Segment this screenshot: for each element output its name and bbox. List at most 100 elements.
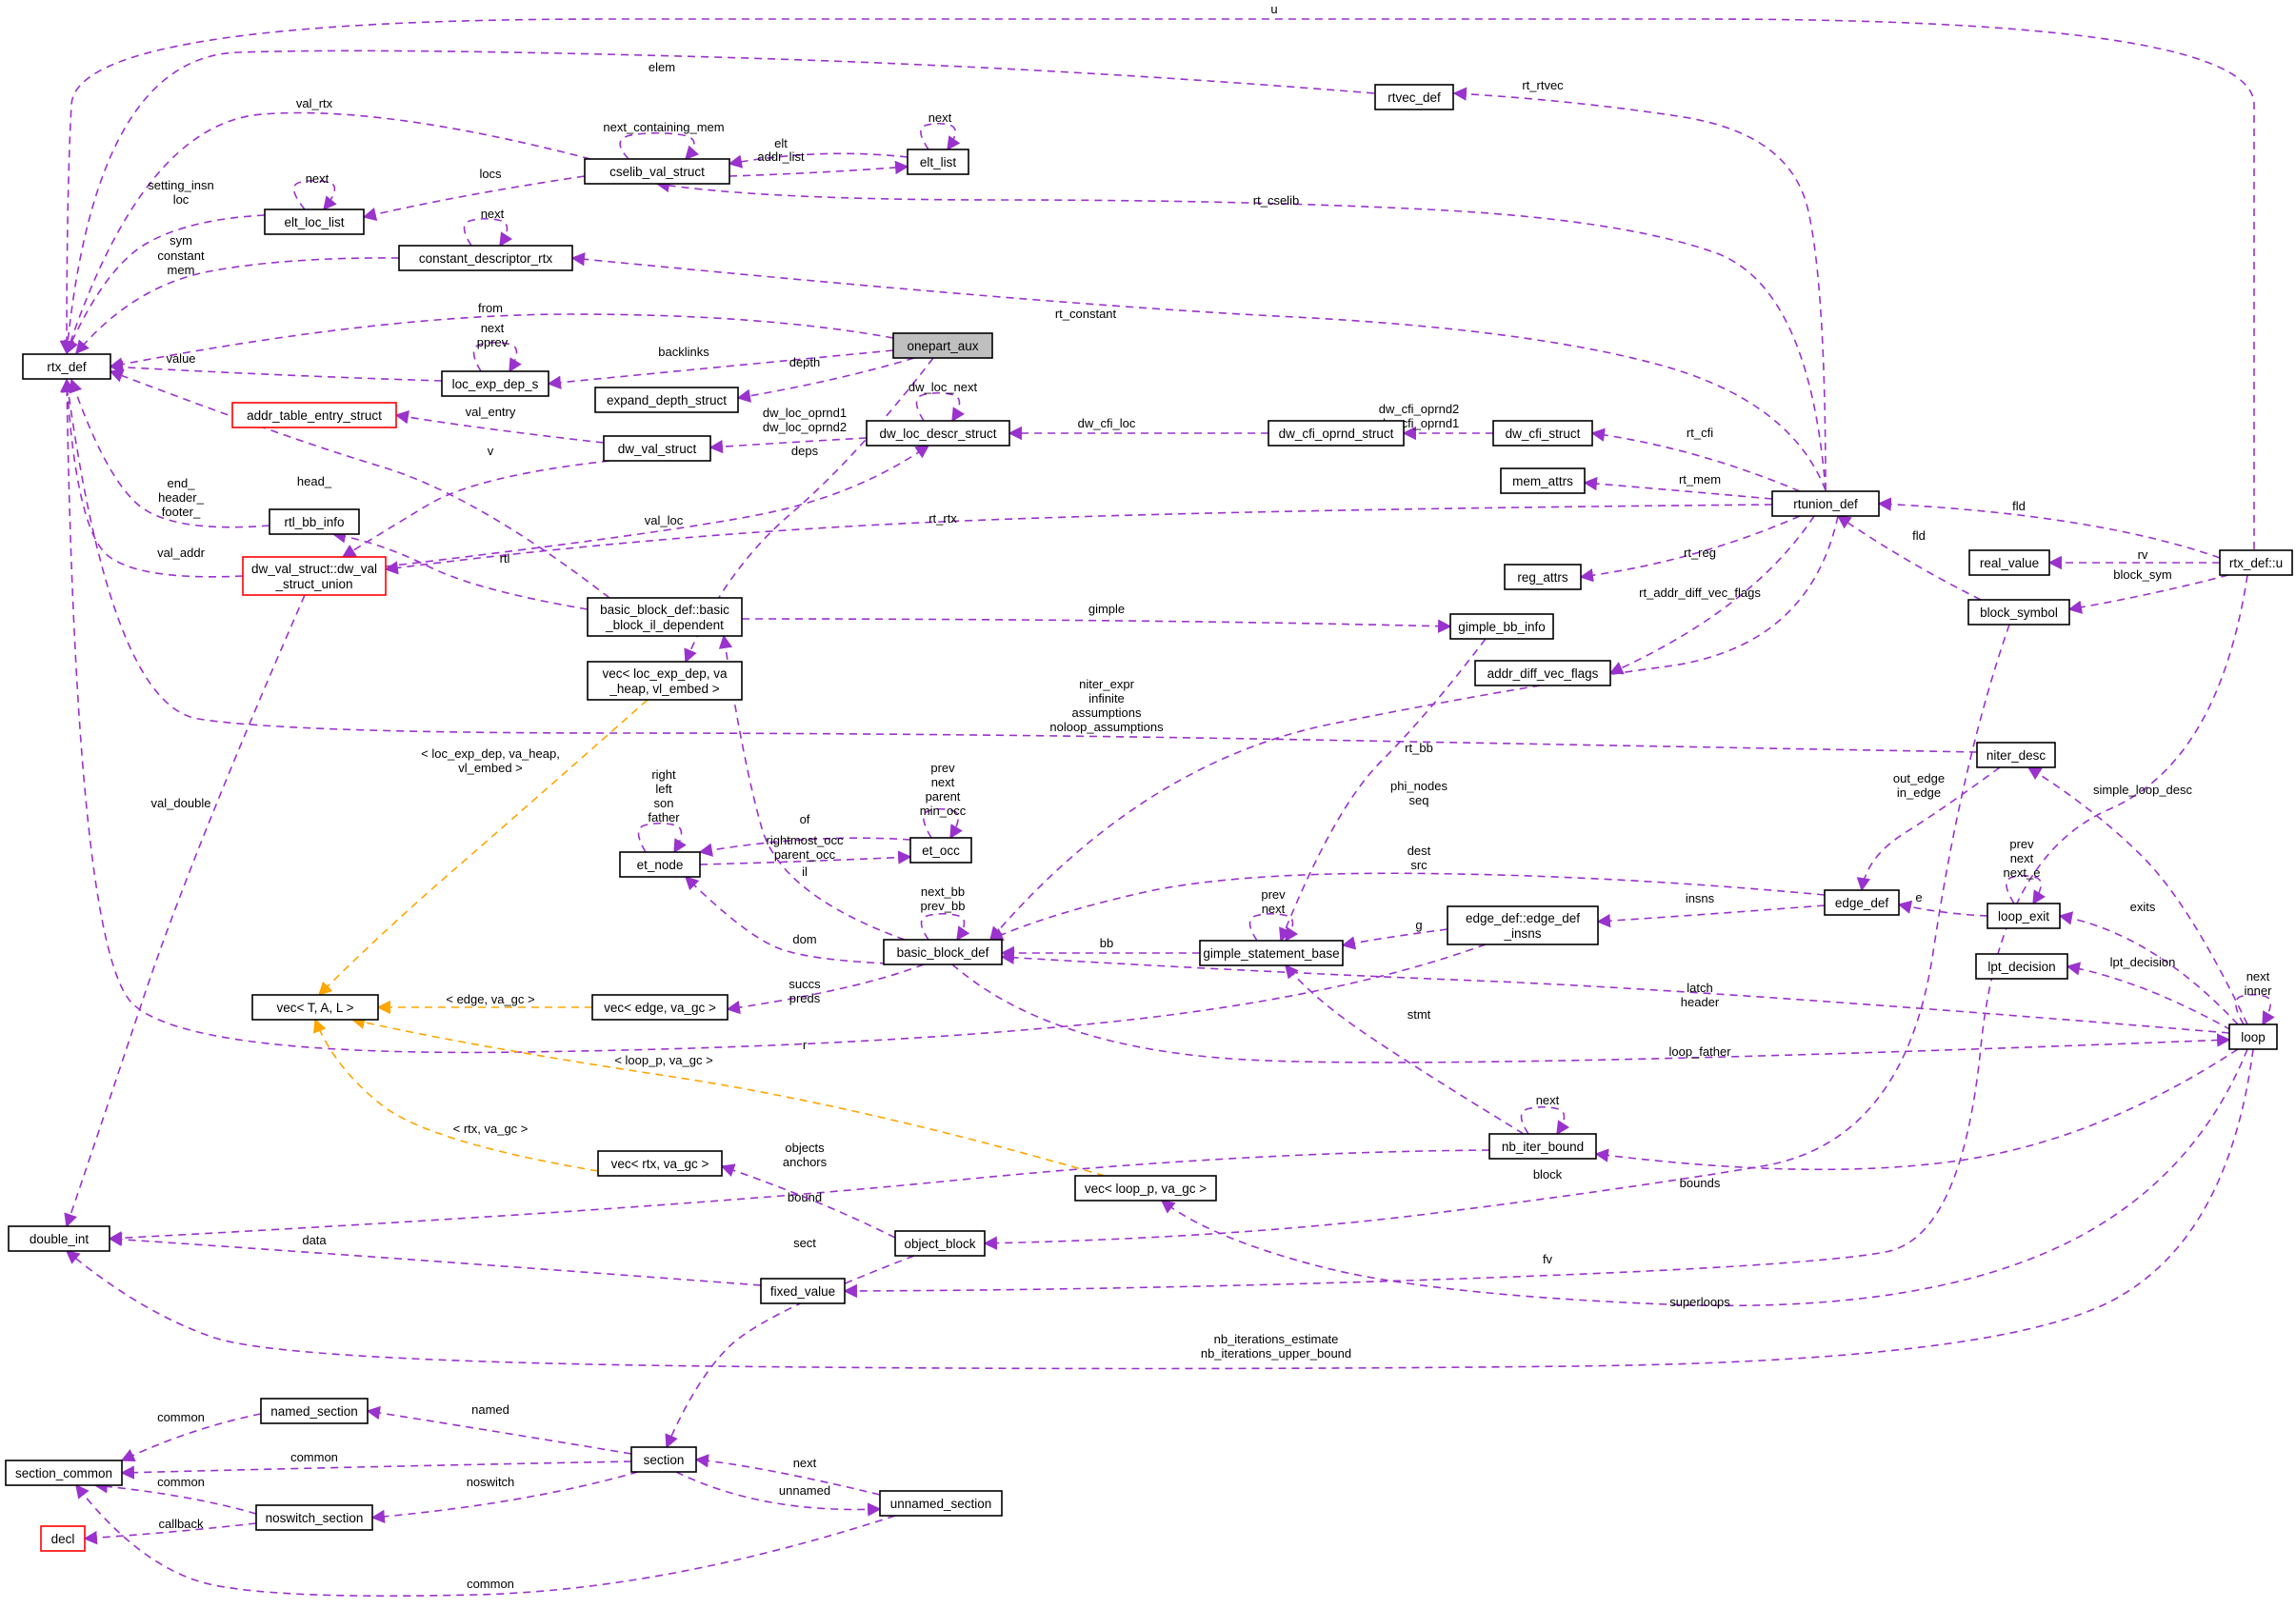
node-mem_attrs[interactable]: mem_attrs: [1500, 467, 1586, 494]
node-dw_val_struct[interactable]: dw_val_struct: [603, 435, 711, 462]
node-box[interactable]: [587, 597, 743, 637]
node-niter_desc[interactable]: niter_desc: [1976, 742, 2056, 768]
node-dw_loc_descr_struct[interactable]: dw_loc_descr_struct: [866, 420, 1010, 447]
node-box[interactable]: [866, 420, 1010, 447]
node-section_common[interactable]: section_common: [5, 1460, 123, 1486]
node-box[interactable]: [1967, 599, 2070, 626]
node-box[interactable]: [603, 435, 711, 462]
node-unnamed_section[interactable]: unnamed_section: [879, 1490, 1003, 1517]
node-box[interactable]: [8, 1225, 110, 1252]
node-noswitch_section[interactable]: noswitch_section: [255, 1504, 373, 1531]
node-box[interactable]: [892, 332, 993, 359]
node-lpt_decision[interactable]: lpt_decision: [1975, 953, 2068, 980]
node-box[interactable]: [760, 1278, 846, 1304]
node-box[interactable]: [2219, 549, 2293, 576]
node-dw_cfi_struct[interactable]: dw_cfi_struct: [1492, 420, 1593, 447]
node-box[interactable]: [398, 245, 573, 271]
node-elt_loc_list[interactable]: elt_loc_list: [264, 209, 365, 235]
node-box[interactable]: [1268, 420, 1405, 447]
node-vec_edge[interactable]: vec< edge, va_gc >: [591, 994, 729, 1021]
node-box[interactable]: [630, 1446, 697, 1473]
node-box[interactable]: [587, 661, 743, 701]
node-vec_loop_p[interactable]: vec< loop_p, va_gc >: [1074, 1175, 1217, 1202]
node-double_int[interactable]: double_int: [8, 1225, 110, 1252]
node-box[interactable]: [591, 994, 729, 1021]
node-vec_T[interactable]: vec< T, A, L >: [251, 994, 379, 1021]
node-box[interactable]: [1976, 742, 2056, 768]
node-box[interactable]: [1771, 490, 1880, 517]
node-vec_rtx[interactable]: vec< rtx, va_gc >: [597, 1150, 723, 1177]
node-loc_exp_dep_s[interactable]: loc_exp_dep_s: [441, 370, 549, 397]
node-et_node[interactable]: et_node: [619, 851, 701, 878]
node-box[interactable]: [1975, 953, 2068, 980]
node-box[interactable]: [242, 556, 387, 596]
node-edge_def_insns[interactable]: edge_def::edge_def_insns: [1447, 905, 1599, 945]
node-box[interactable]: [1474, 660, 1611, 686]
node-box[interactable]: [231, 402, 397, 428]
node-box[interactable]: [255, 1504, 373, 1531]
node-box[interactable]: [909, 837, 972, 864]
node-object_block[interactable]: object_block: [894, 1230, 986, 1257]
node-reg_attrs[interactable]: reg_attrs: [1504, 564, 1582, 590]
node-box[interactable]: [1374, 84, 1454, 110]
node-box[interactable]: [1074, 1175, 1217, 1202]
node-box[interactable]: [441, 370, 549, 397]
node-section[interactable]: section: [630, 1446, 697, 1473]
node-expand_depth_struct[interactable]: expand_depth_struct: [594, 387, 739, 413]
node-block_symbol[interactable]: block_symbol: [1967, 599, 2070, 626]
node-rtx_def_u[interactable]: rtx_def::u: [2219, 549, 2293, 576]
node-box[interactable]: [1824, 889, 1900, 916]
node-box[interactable]: [264, 209, 365, 235]
node-dw_cfi_oprnd_struct[interactable]: dw_cfi_oprnd_struct: [1268, 420, 1405, 447]
node-et_occ[interactable]: et_occ: [909, 837, 972, 864]
node-addr_diff_vec_flags[interactable]: addr_diff_vec_flags: [1474, 660, 1611, 686]
node-rtx_def[interactable]: rtx_def: [22, 353, 111, 380]
node-box[interactable]: [1492, 420, 1593, 447]
node-box[interactable]: [879, 1490, 1003, 1517]
node-edge_def[interactable]: edge_def: [1824, 889, 1900, 916]
node-box[interactable]: [597, 1150, 723, 1177]
node-fixed_value[interactable]: fixed_value: [760, 1278, 846, 1304]
node-box[interactable]: [251, 994, 379, 1021]
node-vec_loc_exp_dep[interactable]: vec< loc_exp_dep, va_heap, vl_embed >: [587, 661, 743, 701]
node-constant_descriptor_rtx[interactable]: constant_descriptor_rtx: [398, 245, 573, 271]
node-decl[interactable]: decl: [40, 1525, 86, 1552]
node-box[interactable]: [269, 508, 360, 535]
node-box[interactable]: [619, 851, 701, 878]
node-rtunion_def[interactable]: rtunion_def: [1771, 490, 1880, 517]
node-elt_list[interactable]: elt_list: [907, 149, 969, 175]
node-basic_block_def[interactable]: basic_block_def: [883, 939, 1003, 965]
node-box[interactable]: [2228, 1023, 2278, 1050]
node-cselib_val_struct[interactable]: cselib_val_struct: [584, 158, 730, 185]
node-box[interactable]: [5, 1460, 123, 1486]
node-box[interactable]: [22, 353, 111, 380]
node-addr_table_entry_struct[interactable]: addr_table_entry_struct: [231, 402, 397, 428]
node-rtvec_def[interactable]: rtvec_def: [1374, 84, 1454, 110]
node-box[interactable]: [883, 939, 1003, 965]
node-gimple_statement_base[interactable]: gimple_statement_base: [1199, 940, 1344, 966]
node-gimple_bb_info[interactable]: gimple_bb_info: [1449, 613, 1554, 640]
node-box[interactable]: [1199, 940, 1344, 966]
node-loop_exit[interactable]: loop_exit: [1987, 903, 2061, 929]
node-box[interactable]: [260, 1398, 369, 1424]
node-box[interactable]: [1500, 467, 1586, 494]
node-bb_il_dependent[interactable]: basic_block_def::basic_block_il_dependen…: [587, 597, 743, 637]
node-box[interactable]: [594, 387, 739, 413]
node-dw_val_union[interactable]: dw_val_struct::dw_val_struct_union: [242, 556, 387, 596]
node-rtl_bb_info[interactable]: rtl_bb_info: [269, 508, 360, 535]
node-box[interactable]: [907, 149, 969, 175]
node-named_section[interactable]: named_section: [260, 1398, 369, 1424]
node-box[interactable]: [1504, 564, 1582, 590]
node-box[interactable]: [1447, 905, 1599, 945]
node-box[interactable]: [1488, 1133, 1597, 1160]
node-loop[interactable]: loop: [2228, 1023, 2278, 1050]
node-box[interactable]: [1987, 903, 2061, 929]
node-box[interactable]: [40, 1525, 86, 1552]
node-box[interactable]: [584, 158, 730, 185]
node-nb_iter_bound[interactable]: nb_iter_bound: [1488, 1133, 1597, 1160]
node-box[interactable]: [1449, 613, 1554, 640]
node-box[interactable]: [1968, 549, 2050, 576]
node-real_value[interactable]: real_value: [1968, 549, 2050, 576]
node-box[interactable]: [894, 1230, 986, 1257]
node-onepart_aux[interactable]: onepart_aux: [892, 332, 993, 359]
